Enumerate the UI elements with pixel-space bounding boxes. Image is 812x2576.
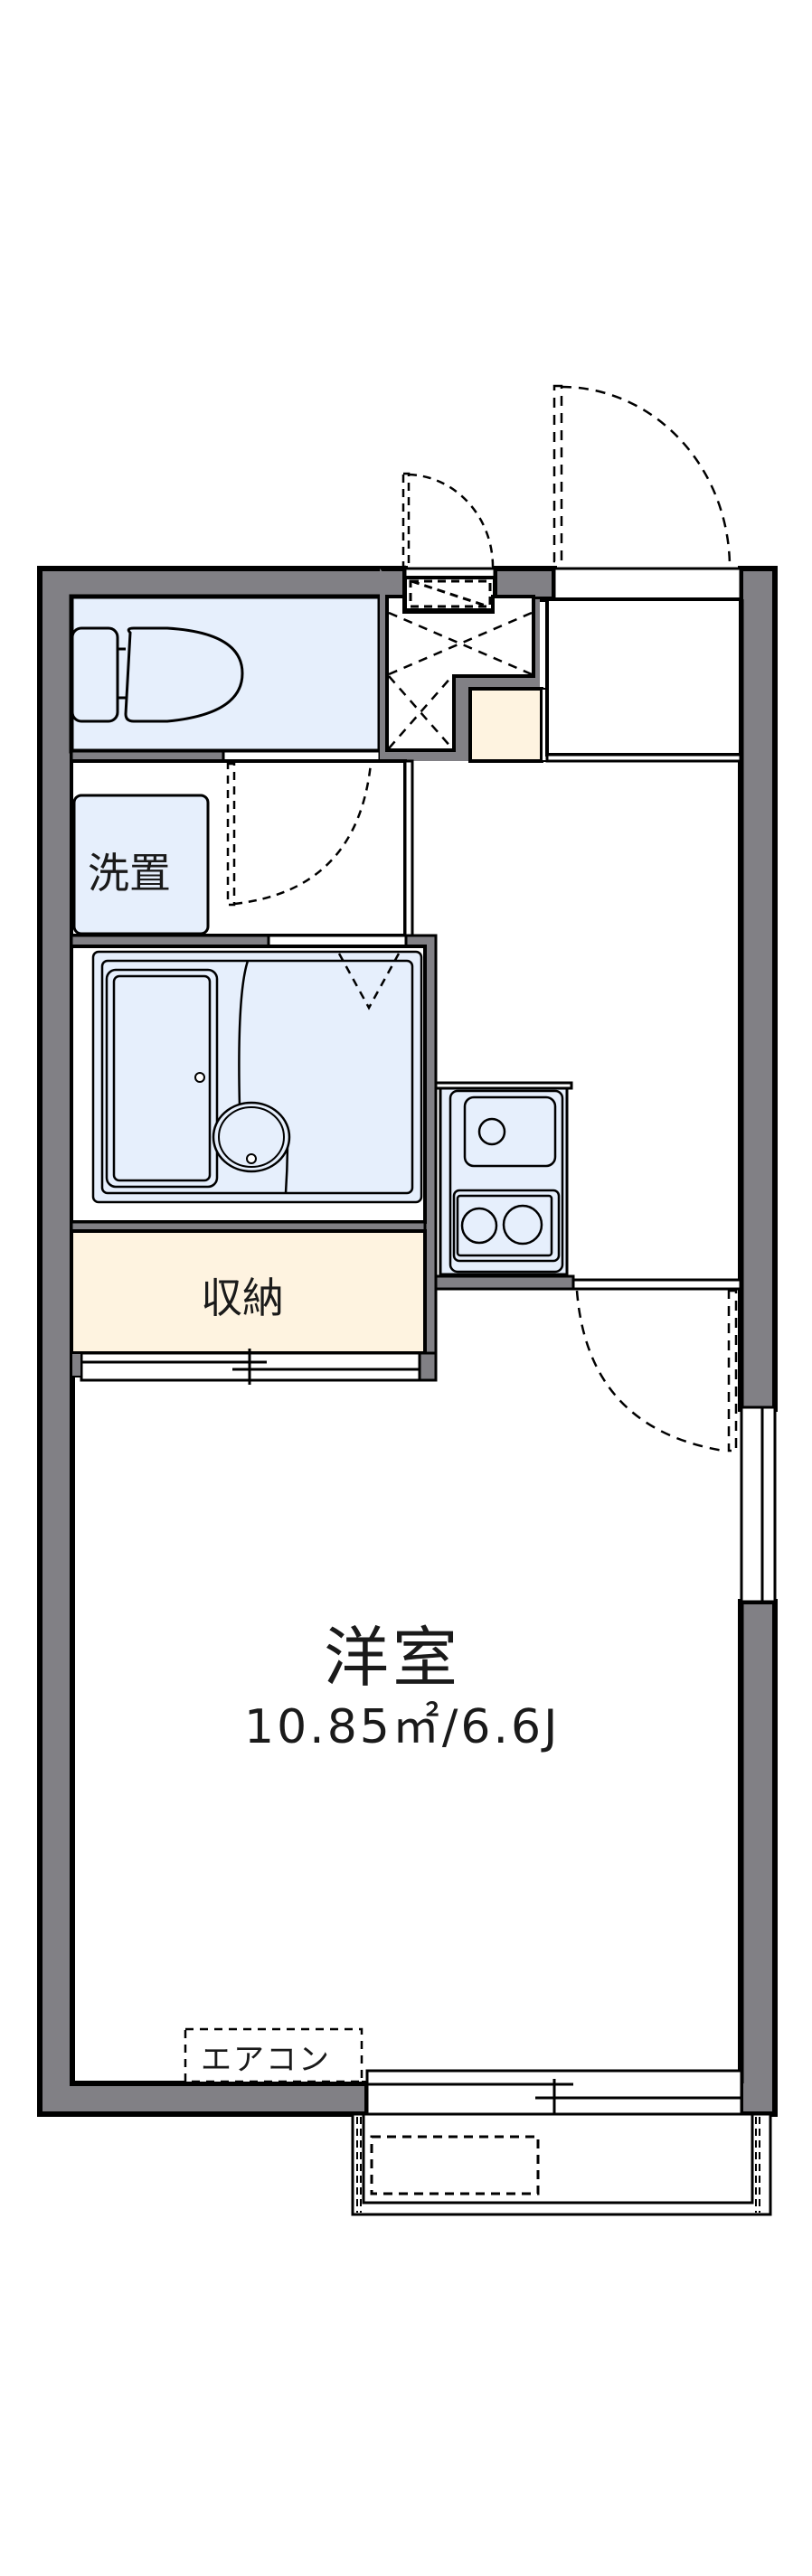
- sink-icon: [463, 1095, 557, 1168]
- entrance: [545, 597, 742, 763]
- balcony: [351, 2112, 772, 2216]
- air-conditioner-box: [184, 2027, 364, 2083]
- door-swing-meter: [401, 472, 495, 569]
- storage-label: 収納: [201, 1274, 284, 1322]
- bathroom: [70, 945, 427, 1224]
- laundry-label: 洗置: [88, 849, 171, 898]
- pipe-space: [380, 569, 540, 761]
- top-wall-middle: [492, 566, 557, 602]
- toilet-room: [69, 594, 382, 754]
- western-room-area: 10.85㎡/6.6J: [244, 1700, 561, 1754]
- toilet-tank-icon: [71, 626, 119, 723]
- ac-outdoor-unit: [370, 2135, 540, 2195]
- entrance-door-opening: [552, 567, 742, 601]
- door-swing-laundry: [226, 762, 373, 907]
- shoe-closet: [468, 687, 543, 763]
- western-room: [70, 599, 744, 2086]
- washer-space: [72, 794, 210, 935]
- door-swing-entrance: [552, 384, 732, 568]
- western-room-label: 洋室: [324, 1620, 462, 1696]
- bathtub-icon: [105, 968, 219, 1189]
- storage-closet: [70, 1220, 438, 1385]
- toilet-bowl-icon: [124, 626, 244, 723]
- wash-basin-icon: [212, 1101, 291, 1173]
- meter-door-opening: [403, 567, 496, 612]
- stove-icon: [452, 1189, 561, 1263]
- room-door-opening: [571, 1278, 742, 1453]
- side-window: [740, 1406, 777, 1603]
- hall-thin-wall: [403, 759, 414, 944]
- air-conditioner-label: エアコン: [201, 2042, 331, 2078]
- kitchen: [434, 1081, 575, 1291]
- laundry-area: [70, 759, 414, 944]
